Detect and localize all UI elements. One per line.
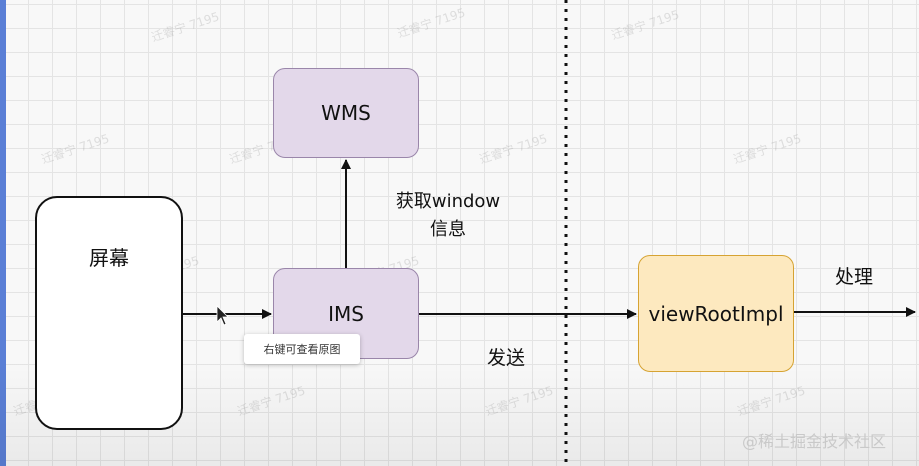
view-original-tooltip[interactable]: 右键可查看原图 — [244, 334, 360, 364]
mouse-cursor-icon — [216, 305, 229, 326]
edge-label-send: 发送 — [487, 347, 526, 369]
tooltip-text: 右键可查看原图 — [263, 343, 341, 356]
screen-node-label: 屏幕 — [89, 246, 129, 270]
ims-node-label: IMS — [328, 301, 364, 326]
edge-label-get-window-info: 获取window 信息 — [378, 188, 518, 244]
screen-node: 屏幕 — [35, 196, 183, 430]
edge-label-handle: 处理 — [835, 266, 874, 288]
viewrootimpl-node-label: viewRootImpl — [648, 301, 784, 326]
wms-node-label: WMS — [321, 101, 371, 125]
juejin-watermark: @稀土掘金技术社区 — [742, 432, 887, 451]
edge-label-line-2: 信息 — [430, 219, 466, 240]
viewrootimpl-node: viewRootImpl — [638, 255, 794, 372]
edge-label-line-1: 获取window — [395, 191, 501, 212]
wms-node: WMS — [273, 68, 419, 158]
left-edge-bar — [0, 0, 6, 466]
